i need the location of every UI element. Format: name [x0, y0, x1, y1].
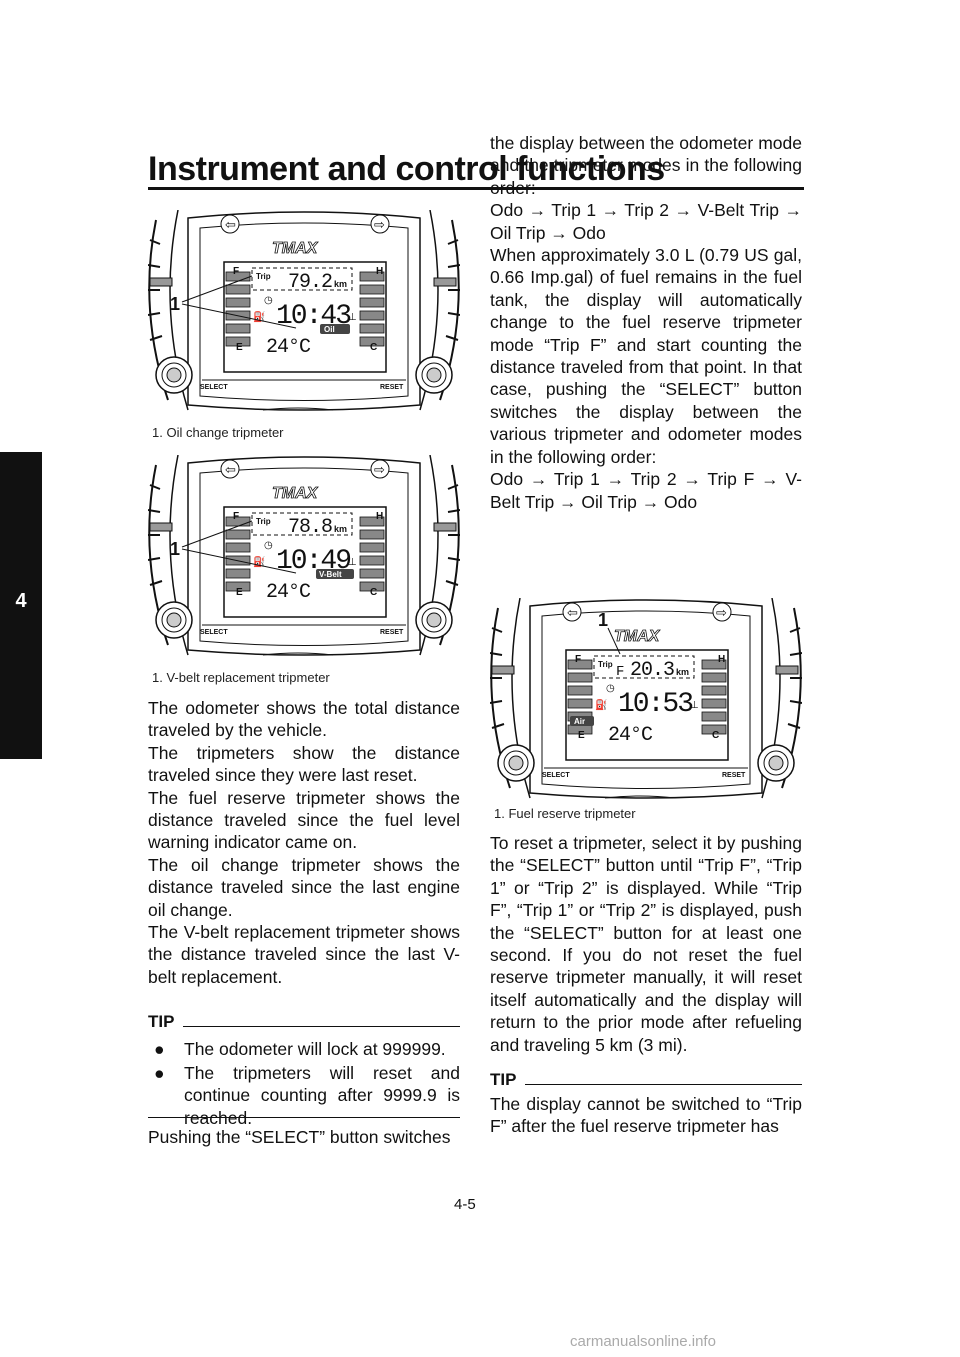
- paragraph: The oil change tripmeter shows the dista…: [148, 854, 460, 920]
- svg-text:⇨: ⇨: [716, 605, 727, 620]
- callout-number: 1: [598, 610, 608, 630]
- reset-label: RESET: [380, 384, 404, 391]
- bullet-dot: ●: [154, 1063, 165, 1083]
- paragraph: The fuel reserve tripmeter shows the dis…: [148, 787, 460, 853]
- tip-rule: [183, 1026, 460, 1028]
- bullet-dot: ●: [154, 1039, 165, 1059]
- brand-logo: TMAX: [272, 485, 319, 502]
- fuel-empty-mark: E: [236, 342, 243, 353]
- callout-number: 1: [170, 294, 180, 314]
- watermark: carmanualsonline.info: [570, 1333, 716, 1350]
- left-body-text: The odometer shows the total distance tr…: [148, 697, 460, 988]
- figure-fuel-reserve-tripmeter: ⇦ ⇨ TMAX F H Trip F 20.3 km ◷ ⛽ 10:53 ⊥ …: [490, 598, 802, 803]
- svg-text:◷: ◷: [264, 540, 273, 551]
- paragraph: The tripmeters show the distance travele…: [148, 742, 460, 786]
- page-title: Instrument and control functions: [148, 150, 665, 188]
- svg-text:⛽: ⛽: [595, 698, 607, 711]
- chapter-number: 4: [15, 590, 27, 612]
- reset-label: RESET: [380, 629, 404, 636]
- trip-label: Trip: [256, 517, 271, 526]
- svg-text:⇨: ⇨: [374, 217, 385, 232]
- brand-logo: TMAX: [614, 628, 661, 645]
- svg-text:◷: ◷: [606, 683, 615, 694]
- paragraph: To reset a tripmeter, select it by pushi…: [490, 833, 802, 1055]
- trip-label: Trip: [598, 660, 613, 669]
- trip-prefix: F: [616, 664, 624, 680]
- chapter-tab: 4: [0, 452, 42, 759]
- trip-value: 79.2: [288, 271, 332, 294]
- temp-cold-mark: C: [370, 587, 377, 598]
- paragraph: the display between the odometer mode an…: [490, 133, 802, 198]
- figure-caption: 1. Fuel reserve tripmeter: [494, 806, 636, 821]
- fuel-full-mark: F: [233, 511, 239, 522]
- temp-hot-mark: H: [376, 511, 383, 522]
- temperature-display: 24°C: [608, 724, 653, 747]
- svg-text:⇦: ⇦: [567, 605, 578, 620]
- temperature-display: 24°C: [266, 581, 311, 604]
- svg-text:⇦: ⇦: [225, 462, 236, 477]
- reset-label: RESET: [722, 772, 746, 779]
- indicator-label: Oil: [324, 325, 335, 334]
- figure-oil-change-tripmeter: ⇦ ⇨ TMAX F H Trip 79.2 km ◷ ⛽ 10:43 ⊥ Oi…: [148, 210, 460, 415]
- svg-text:⇨: ⇨: [374, 462, 385, 477]
- unit-label: km: [676, 667, 689, 677]
- tip-bullet: ● The tripmeters will reset and continue…: [154, 1062, 460, 1129]
- right-body-text: the display between the odometer mode an…: [490, 132, 802, 513]
- fuel-empty-mark: E: [578, 730, 585, 741]
- tip-end-rule: [148, 1117, 460, 1119]
- trip-value: 20.3: [630, 659, 674, 682]
- svg-text:⇦: ⇦: [225, 217, 236, 232]
- svg-text:⊥: ⊥: [348, 312, 357, 323]
- dashboard-illustration: ⇦ ⇨ TMAX F H Trip F 20.3 km ◷ ⛽ 10:53 ⊥ …: [490, 598, 802, 799]
- trip-value: 78.8: [288, 516, 332, 539]
- paragraph: Pushing the “SELECT” button switches: [148, 1127, 451, 1147]
- paragraph: When approximately 3.0 L (0.79 US gal, 0…: [490, 245, 802, 467]
- tip-heading: TIP: [490, 1070, 517, 1089]
- temperature-display: 24°C: [266, 336, 311, 359]
- dashboard-illustration: ⇦ ⇨ TMAX F H Trip 79.2 km ◷ ⛽ 10:43 ⊥ Oi…: [148, 210, 460, 411]
- temp-hot-mark: H: [376, 266, 383, 277]
- brand-logo: TMAX: [272, 240, 319, 257]
- select-label: SELECT: [542, 772, 570, 779]
- bullet-text: The tripmeters will reset and continue c…: [184, 1063, 460, 1128]
- figure-vbelt-tripmeter: ⇦ ⇨ TMAX F H Trip 78.8 km ◷ ⛽ 10:49 ⊥ V-…: [148, 455, 460, 660]
- title-rule: [148, 187, 804, 190]
- paragraph: Odo → Trip 1 → Trip 2 → Trip F → V-Belt …: [490, 469, 802, 512]
- tip-heading: TIP: [148, 1012, 175, 1031]
- clock-display: 10:53: [618, 689, 693, 720]
- temp-hot-mark: H: [718, 654, 725, 665]
- unit-label: km: [334, 279, 347, 289]
- paragraph: The V-belt replacement tripmeter shows t…: [148, 922, 460, 987]
- fuel-full-mark: F: [233, 266, 239, 277]
- temp-cold-mark: C: [370, 342, 377, 353]
- svg-text:◷: ◷: [264, 295, 273, 306]
- callout-number: 1: [170, 539, 180, 559]
- bullet-text: The odometer will lock at 999999.: [184, 1039, 446, 1059]
- svg-text:⊥: ⊥: [690, 700, 699, 711]
- paragraph: The display cannot be switched to “Trip …: [490, 1094, 802, 1137]
- indicator-label: V-Belt: [319, 570, 342, 579]
- dashboard-illustration: ⇦ ⇨ TMAX F H Trip 78.8 km ◷ ⛽ 10:49 ⊥ V-…: [148, 455, 460, 656]
- paragraph: The odometer shows the total distance tr…: [148, 698, 460, 741]
- indicator-label: Air: [574, 717, 585, 726]
- fuel-full-mark: F: [575, 654, 581, 665]
- figure-caption: 1. V-belt replacement tripmeter: [152, 670, 330, 685]
- page-number: 4-5: [454, 1196, 476, 1213]
- tip-bullet: ● The odometer will lock at 999999.: [154, 1038, 460, 1060]
- svg-text:⊥: ⊥: [348, 557, 357, 568]
- temp-cold-mark: C: [712, 730, 719, 741]
- tip-rule: [525, 1084, 802, 1086]
- paragraph: Odo → Trip 1 → Trip 2 → V-Belt Trip → Oi…: [490, 200, 802, 243]
- select-label: SELECT: [200, 629, 228, 636]
- select-label: SELECT: [200, 384, 228, 391]
- figure-caption: 1. Oil change tripmeter: [152, 425, 284, 440]
- fuel-empty-mark: E: [236, 587, 243, 598]
- unit-label: km: [334, 524, 347, 534]
- trip-label: Trip: [256, 272, 271, 281]
